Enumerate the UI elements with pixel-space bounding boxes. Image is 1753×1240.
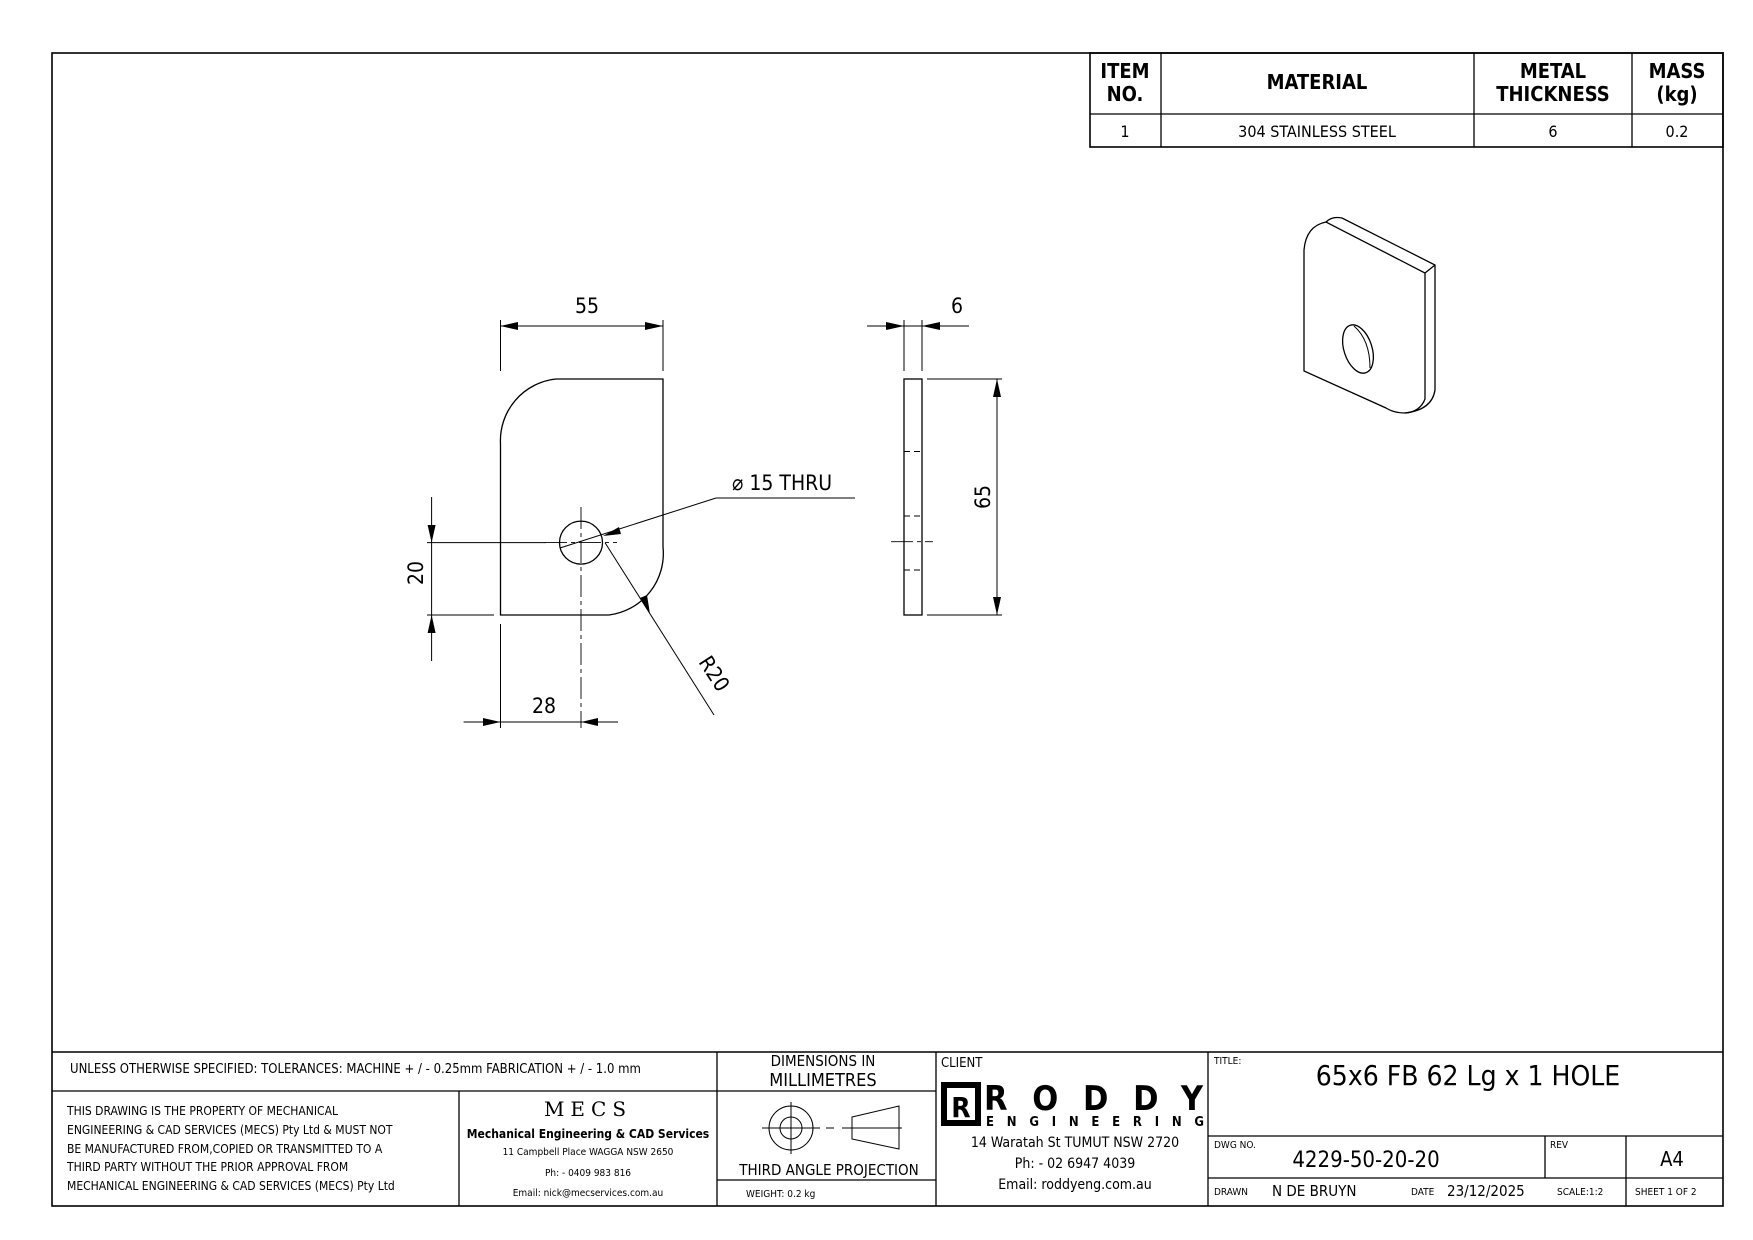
- mecs-phone: Ph: - 0409 983 816: [545, 1168, 631, 1179]
- svg-text:R: R: [951, 1091, 970, 1124]
- scale: SCALE:1:2: [1557, 1187, 1603, 1198]
- third-angle-projection-icon: [762, 1102, 902, 1154]
- tolerances-note: UNLESS OTHERWISE SPECIFIED: TOLERANCES: …: [70, 1062, 641, 1077]
- client-label: CLIENT: [941, 1056, 983, 1071]
- radius-label: R20: [694, 652, 734, 696]
- hole-callout-label: ⌀ 15 THRU: [732, 471, 832, 495]
- property-line: ENGINEERING & CAD SERVICES (MECS) Pty Lt…: [67, 1123, 393, 1137]
- plate-outline: [499, 378, 664, 616]
- property-line: THIRD PARTY WITHOUT THE PRIOR APPROVAL F…: [66, 1160, 348, 1174]
- drawn-by: N DE BRUYN: [1272, 1182, 1356, 1200]
- mecs-block: MECS Mechanical Engineering & CAD Servic…: [467, 1097, 709, 1199]
- dwg-number: 4229-50-20-20: [1292, 1148, 1439, 1173]
- hole-callout: ⌀ 15 THRU: [559, 471, 855, 549]
- dim-hole-from-left-label: 28: [532, 694, 556, 718]
- isometric-view: [1303, 216, 1436, 414]
- dwg-no-label: DWG NO.: [1214, 1140, 1256, 1151]
- property-line: BE MANUFACTURED FROM,COPIED OR TRANSMITT…: [67, 1142, 383, 1156]
- roddy-logo: R RODDY ENGINEERING: [941, 1079, 1204, 1130]
- bom-header-item-no-2: NO.: [1107, 82, 1144, 106]
- client-email: Email: roddyeng.com.au: [998, 1177, 1152, 1193]
- bom-row: 1 304 STAINLESS STEEL 6 0.2: [1120, 122, 1688, 141]
- sheet-number: SHEET 1 OF 2: [1635, 1187, 1697, 1198]
- bom-header-thickness: METAL: [1520, 59, 1586, 83]
- date-label: DATE: [1411, 1187, 1435, 1198]
- bom-header-item-no: ITEM: [1100, 59, 1149, 83]
- rev-label: REV: [1550, 1140, 1569, 1151]
- drawing-date: 23/12/2025: [1447, 1182, 1525, 1200]
- title-block: UNLESS OTHERWISE SPECIFIED: TOLERANCES: …: [52, 1051, 1723, 1206]
- drawing-title: 65x6 FB 62 Lg x 1 HOLE: [1316, 1059, 1620, 1092]
- units-label-1: DIMENSIONS IN: [771, 1052, 876, 1070]
- sheet-size: A4: [1660, 1147, 1684, 1171]
- mecs-address: 11 Campbell Place WAGGA NSW 2650: [503, 1147, 674, 1158]
- bom-mass: 0.2: [1666, 122, 1689, 141]
- property-notice: THIS DRAWING IS THE PROPERTY OF MECHANIC…: [66, 1104, 395, 1193]
- client-phone: Ph: - 02 6947 4039: [1015, 1156, 1135, 1172]
- dim-height-label: 65: [971, 485, 995, 509]
- client-address: 14 Waratah St TUMUT NSW 2720: [971, 1135, 1179, 1151]
- projection-label: THIRD ANGLE PROJECTION: [738, 1161, 919, 1179]
- front-view: 55 20 28 ⌀ 15 THRU: [404, 294, 855, 728]
- svg-text:RODDY: RODDY: [984, 1079, 1204, 1119]
- property-line: MECHANICAL ENGINEERING & CAD SERVICES (M…: [67, 1179, 395, 1193]
- side-view: 6 65: [867, 294, 1002, 616]
- dimension-hole-from-bottom: 20: [404, 497, 546, 661]
- dim-hole-from-bottom-label: 20: [404, 561, 428, 585]
- units-label-2: MILLIMETRES: [769, 1070, 876, 1091]
- mecs-logo: MECS: [544, 1097, 632, 1121]
- weight-label: WEIGHT: 0.2 kg: [746, 1189, 815, 1200]
- dimension-hole-from-left: 28: [463, 624, 618, 728]
- dimension-thickness: 6: [867, 294, 969, 371]
- dimension-height: 65: [927, 378, 1002, 616]
- radius-callout: R20: [604, 542, 734, 716]
- mecs-name: Mechanical Engineering & CAD Services: [467, 1127, 709, 1141]
- drawn-label: DRAWN: [1214, 1187, 1248, 1198]
- property-line: THIS DRAWING IS THE PROPERTY OF MECHANIC…: [66, 1104, 338, 1118]
- drawing-border: [51, 52, 1724, 1207]
- bom-thickness: 6: [1548, 122, 1557, 141]
- svg-text:ENGINEERING: ENGINEERING: [986, 1115, 1204, 1130]
- mecs-email: Email: nick@mecservices.com.au: [513, 1188, 664, 1199]
- title-label: TITLE:: [1213, 1056, 1241, 1067]
- bom-table: ITEM NO. MATERIAL METAL THICKNESS MASS (…: [1089, 52, 1724, 148]
- dimension-width: 55: [500, 294, 664, 371]
- bom-header-material: MATERIAL: [1267, 70, 1368, 94]
- dim-thickness-label: 6: [951, 294, 963, 318]
- bom-item: 1: [1120, 122, 1129, 141]
- bom-header-thickness-2: THICKNESS: [1496, 82, 1610, 106]
- bom-header-mass: MASS: [1649, 59, 1706, 83]
- dim-width-label: 55: [575, 294, 599, 318]
- bom-header-mass-2: (kg): [1656, 82, 1697, 106]
- bom-material: 304 STAINLESS STEEL: [1238, 122, 1396, 141]
